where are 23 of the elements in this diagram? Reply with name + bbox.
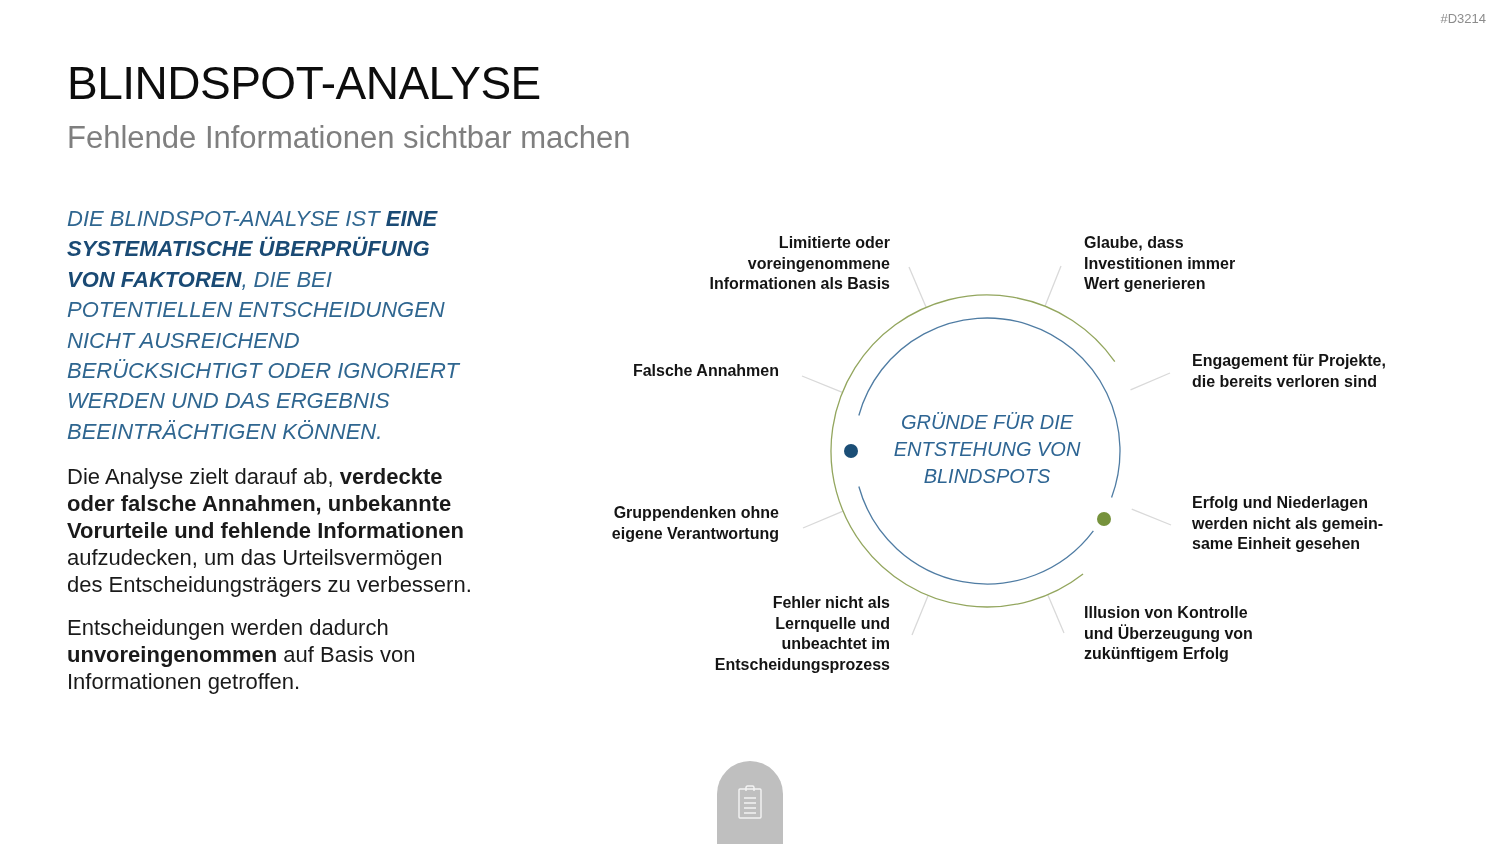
leader-line — [1044, 265, 1062, 307]
callout-text: Glaube, dass Investitionen immer Wert generieren — [1084, 233, 1237, 295]
page-title: BLINDSPOT-ANALYSE — [67, 60, 541, 106]
slide-id: #D3214 — [1440, 11, 1486, 27]
leader-line — [1129, 372, 1171, 391]
callout-text: Fehler nicht als Lernquelle und unbeachtet im Entscheidungsprozess — [713, 593, 890, 675]
body-paragraph: Entscheidungen werden dadurch unvoreingenommen auf Basis von Informationen getroffen. — [67, 613, 417, 695]
callout-text: Erfolg und Niederlagen werden nicht als gemein- same Einheit gesehen — [1192, 493, 1385, 555]
callout-text: Illusion von Kontrolle und Überzeugung von zukünftigem Erfolg — [1084, 603, 1254, 665]
subtitle: Fehlende Informationen sichtbar machen — [67, 122, 631, 153]
leader-line — [801, 375, 844, 394]
leader-line — [1131, 508, 1172, 526]
leader-line — [1047, 594, 1065, 634]
intro-paragraph: DIE BLINDSPOT-ANALYSE IST EINE SYSTEMATISCHE ÜBERPRÜFUNG VON FAKTOREN, DIE BEI POTENTIELLEN ENTSCHEIDUNGEN NICHT AUSREICHEND BERÜCKSICHTIGT ODER IGNORIERT WERDEN UND DAS ERGEBNIS BEEINTRÄCHTIGEN KÖNNEN. — [67, 205, 460, 446]
leader-line — [802, 510, 844, 529]
callout-text: Falsche Annahmen — [631, 361, 779, 382]
body-paragraph: Die Analyse zielt darauf ab, verdeckte oder falsche Annahmen, unbekannte Vorurteile und fehlende Informationen aufzudecken, um das Urteilsvermögen des Entscheidungsträgers zu verbessern. — [67, 462, 473, 598]
callout-text: Gruppendenken ohne eigene Verantwortung — [610, 503, 779, 544]
callout-text: Limitierte oder voreingenommene Informationen als Basis — [708, 233, 890, 295]
center-title: GRÜNDE FÜR DIE ENTSTEHUNG VON BLINDSPOTS — [893, 409, 1081, 489]
leader-line — [911, 594, 929, 636]
callout-text: Engagement für Projekte, die bereits verloren sind — [1192, 351, 1387, 392]
leader-line — [908, 266, 927, 308]
